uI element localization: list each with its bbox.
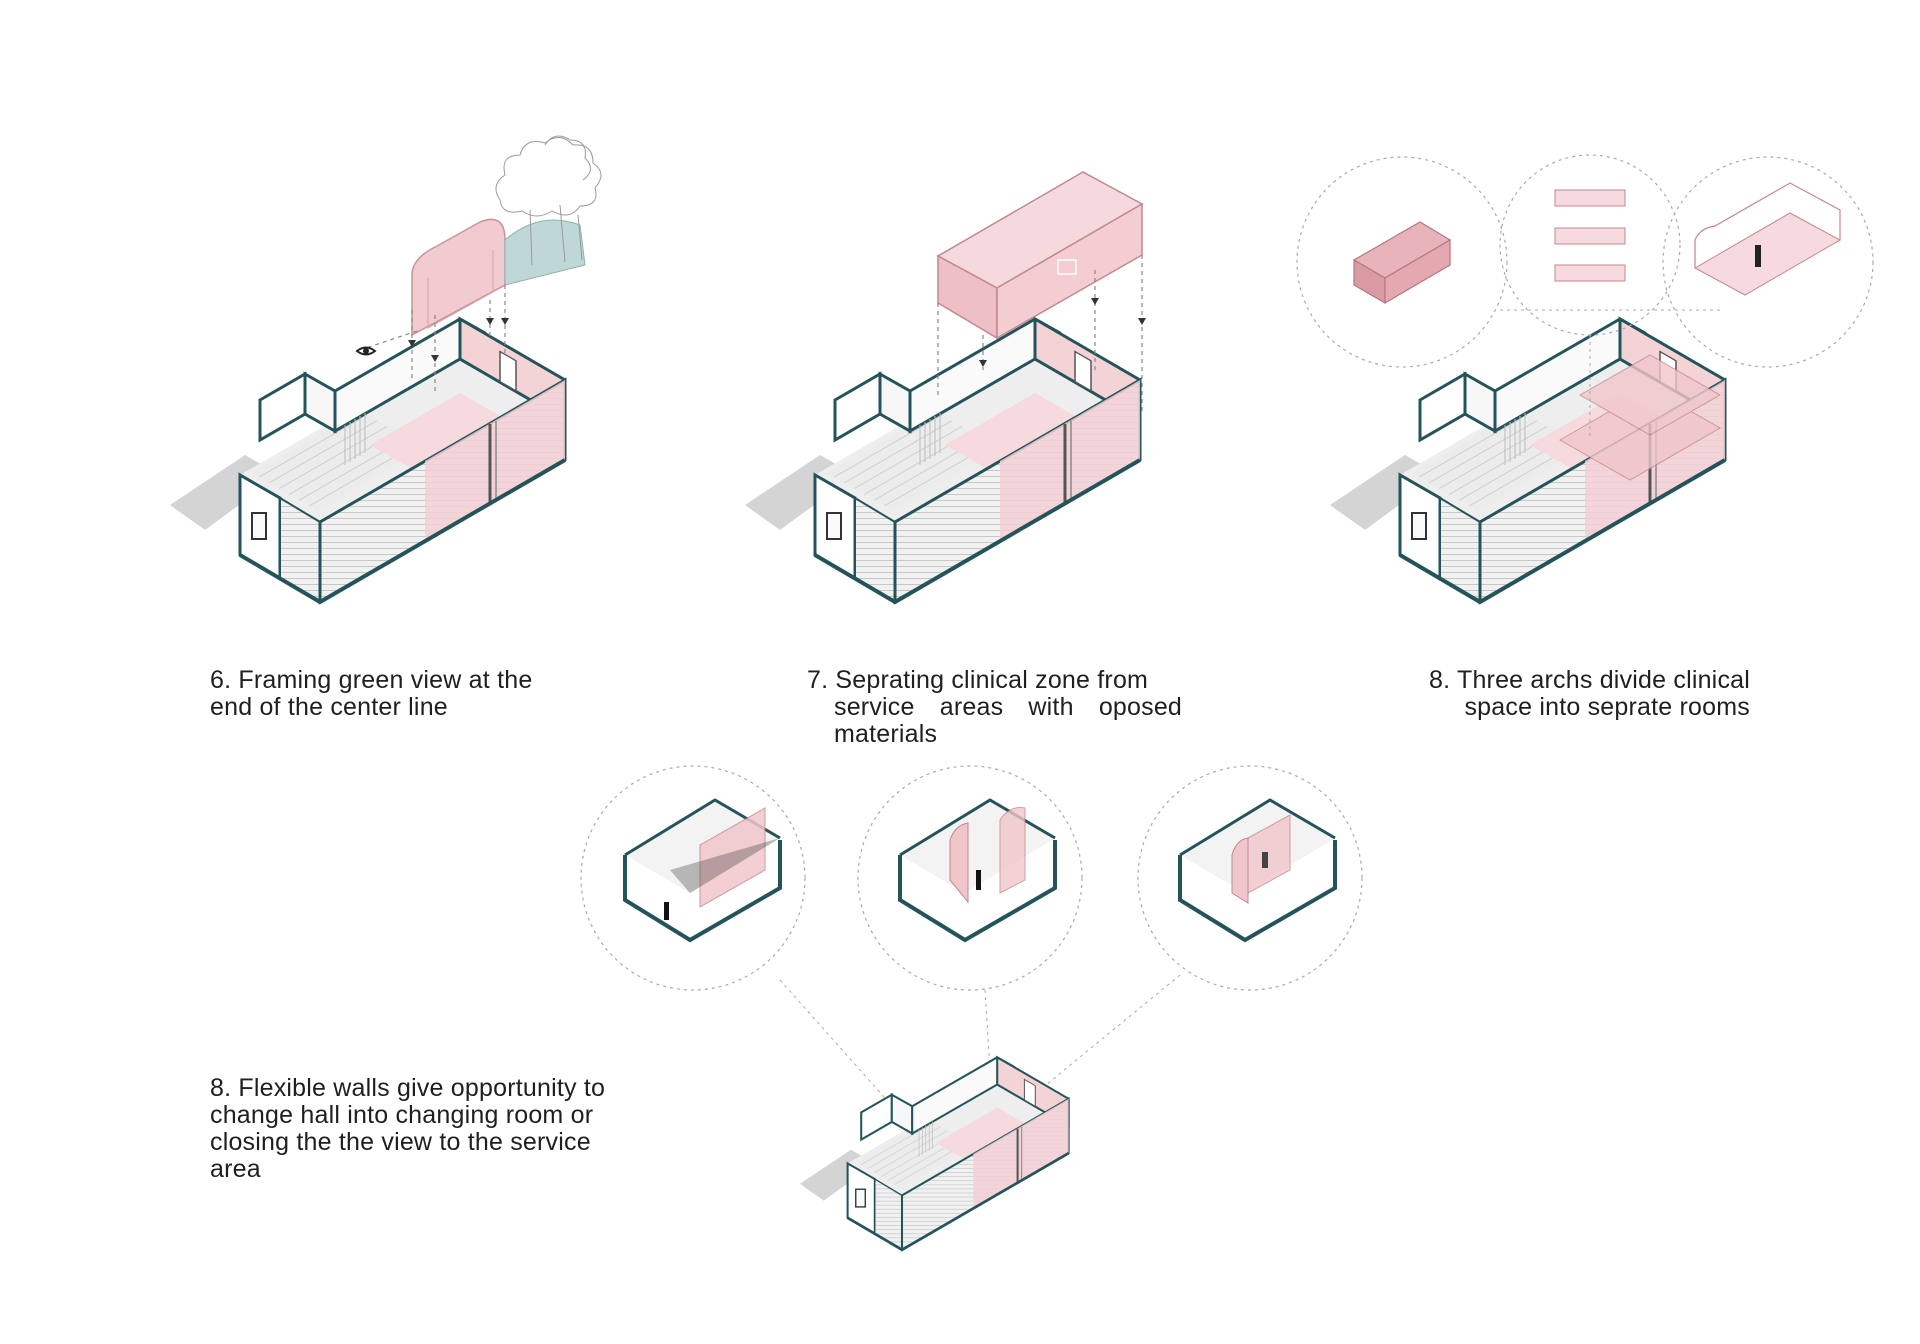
caption-line: closing the the view to the service — [210, 1128, 591, 1156]
caption-line: space into seprate rooms — [1464, 693, 1750, 721]
caption-line: end of the center line — [210, 693, 448, 721]
eye-icon — [355, 346, 377, 356]
diagram-step7 — [743, 317, 1142, 604]
person-silhouette-icon — [1262, 852, 1268, 868]
connector-lines — [779, 974, 1181, 1116]
building-axonometric — [1328, 317, 1727, 604]
caption-line: materials — [834, 720, 938, 748]
diagram-step8-arches — [1328, 317, 1727, 604]
flex-bubble-3 — [1137, 765, 1363, 991]
person-silhouette-icon — [1755, 245, 1761, 267]
flex-bubble-2 — [857, 765, 1083, 991]
building-axonometric — [743, 317, 1142, 604]
diagram-step6 — [168, 317, 567, 604]
caption-line: service areas with oposed — [834, 693, 1183, 721]
framing-arch — [359, 218, 586, 395]
person-silhouette-icon — [664, 902, 669, 920]
caption-line: 7. Seprating clinical zone from — [807, 666, 1149, 694]
flex-bubble-1 — [580, 765, 806, 991]
building-axonometric — [798, 1055, 1070, 1252]
caption-line: change hall into changing room or — [210, 1101, 594, 1129]
building-axonometric — [168, 317, 567, 604]
detail-bubble-elevations — [1499, 154, 1681, 336]
caption-line: 8. Flexible walls give opportunity to — [210, 1074, 606, 1102]
detail-bubble-volumes — [1296, 156, 1508, 368]
detail-bubble-arches — [1662, 156, 1874, 368]
tree-icon — [495, 135, 602, 266]
caption-step8-arches: 8. Three archs divide clinical space int… — [1380, 667, 1750, 721]
caption-line: 8. Three archs divide clinical — [1429, 666, 1750, 694]
caption-line: area — [210, 1155, 261, 1183]
diagram-step8-flexible — [798, 1055, 1070, 1252]
person-silhouette-icon — [976, 870, 981, 890]
caption-step8-flexible: 8. Flexible walls give opportunity to ch… — [210, 1075, 650, 1183]
caption-line: 6. Framing green view at the — [210, 666, 533, 694]
clinical-volume — [936, 171, 1146, 415]
caption-step6: 6. Framing green view at the end of the … — [210, 667, 590, 721]
caption-step7: 7. Seprating clinical zone from service … — [807, 666, 1183, 748]
arch-rooms-overlay — [1558, 354, 1722, 481]
